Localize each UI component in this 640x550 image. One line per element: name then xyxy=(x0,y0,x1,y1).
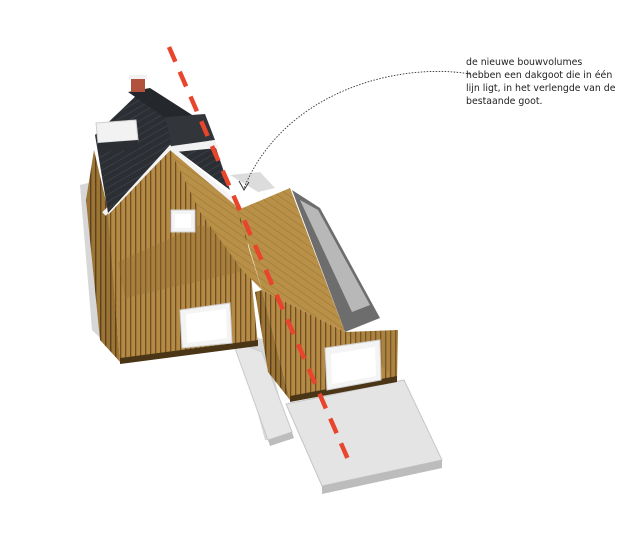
gutter-alignment-line xyxy=(166,46,353,465)
upper-window xyxy=(170,209,196,233)
new-building-volume xyxy=(170,150,398,402)
annotation-text: de nieuwe bouwvolumes hebben een dakgoot… xyxy=(466,56,636,108)
annotation-line-1: de nieuwe bouwvolumes xyxy=(466,57,583,68)
roof-dormer-right xyxy=(165,114,218,152)
annotation-line-2: hebben een dakgoot die in één xyxy=(466,70,613,81)
chimney xyxy=(129,75,147,92)
ground-window xyxy=(179,302,233,349)
walkway-paving xyxy=(231,339,294,446)
annotation-line-3: lijn ligt, in het verlengde van de xyxy=(466,83,616,94)
roof-dormer-left xyxy=(95,119,139,152)
garage-door xyxy=(324,339,382,391)
annotation-line-4: bestaande goot. xyxy=(466,96,543,107)
annotation-leader xyxy=(238,71,471,191)
